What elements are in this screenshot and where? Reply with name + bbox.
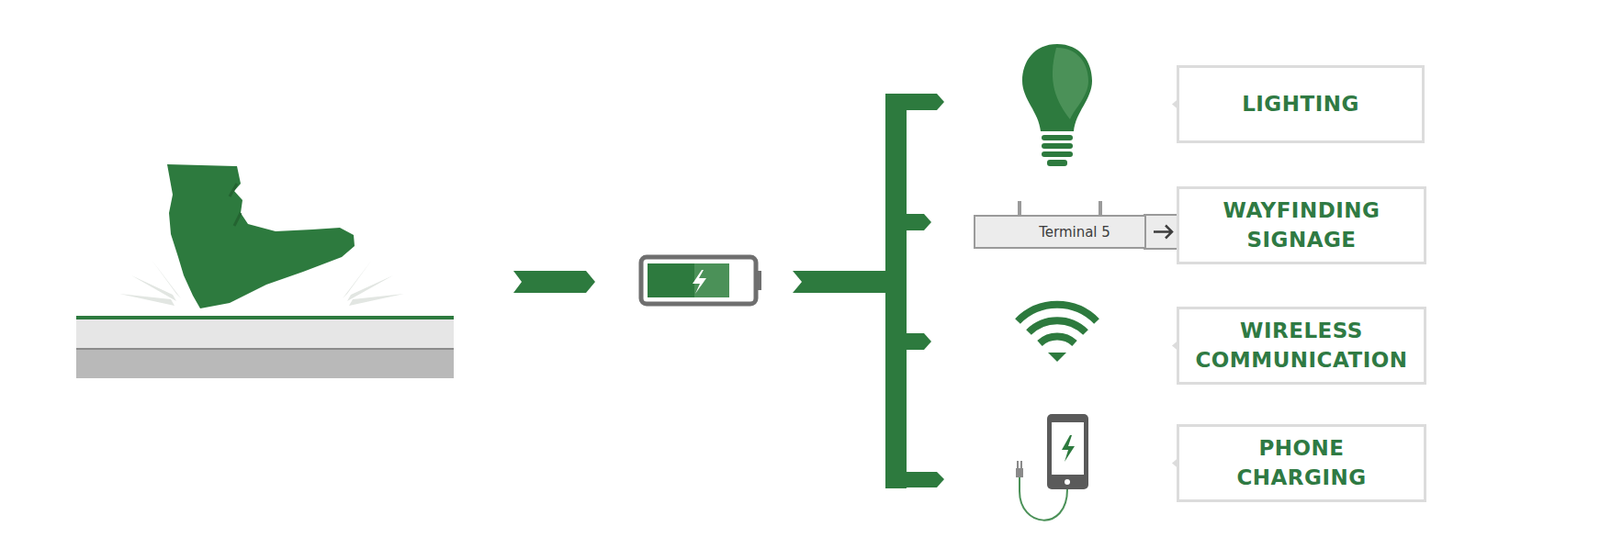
- sign-hanger: [1098, 201, 1103, 216]
- plug: [1015, 468, 1024, 478]
- label-box: WIRELESS COMMUNICATION: [1176, 306, 1427, 385]
- direction-arrow: [1153, 225, 1172, 239]
- tile-top: [76, 317, 454, 349]
- label-text: PHONE CHARGING: [1190, 434, 1413, 492]
- bulb-base: [1041, 135, 1073, 167]
- plug-pin: [1020, 461, 1023, 469]
- battery-terminal: [755, 270, 762, 291]
- battery-charge: [647, 263, 730, 298]
- phone-screen: [1051, 422, 1084, 475]
- flow-arrow: [513, 270, 596, 293]
- tile-seam: [76, 348, 454, 350]
- wifi-symbol: [1017, 304, 1097, 344]
- sign-panel-end: [1144, 214, 1178, 249]
- bolt: [692, 270, 707, 294]
- label-box: PHONE CHARGING: [1176, 424, 1427, 503]
- bulb-shine: [1052, 47, 1089, 120]
- phone: [1047, 414, 1089, 490]
- wayfinding-sign: Terminal 5: [973, 214, 1147, 249]
- label-text: WIRELESS COMMUNICATION: [1190, 316, 1413, 374]
- wifi-dot: [1047, 352, 1067, 362]
- label-text: LIGHTING: [1241, 90, 1360, 119]
- phone-button: [1064, 479, 1071, 485]
- charging-cable: [1019, 477, 1068, 521]
- sign-hanger: [1017, 201, 1022, 216]
- bolt: [1061, 435, 1075, 462]
- label-box: WAYFINDING SIGNAGE: [1176, 186, 1427, 265]
- battery: [641, 257, 756, 305]
- sign-text: Terminal 5: [1038, 224, 1111, 241]
- bracket-stem: [792, 270, 887, 293]
- label-box: LIGHTING: [1176, 65, 1425, 144]
- bracket: [885, 93, 907, 489]
- label-text: WAYFINDING SIGNAGE: [1190, 196, 1413, 254]
- boot-detail: [229, 183, 241, 226]
- boot: [167, 164, 355, 309]
- tile-edge: [76, 315, 454, 320]
- bulb: [1022, 44, 1093, 132]
- tile-base: [76, 348, 454, 379]
- plug-pin: [1016, 461, 1019, 469]
- bracket-branches: [885, 93, 945, 488]
- callout-notches: [1171, 99, 1179, 470]
